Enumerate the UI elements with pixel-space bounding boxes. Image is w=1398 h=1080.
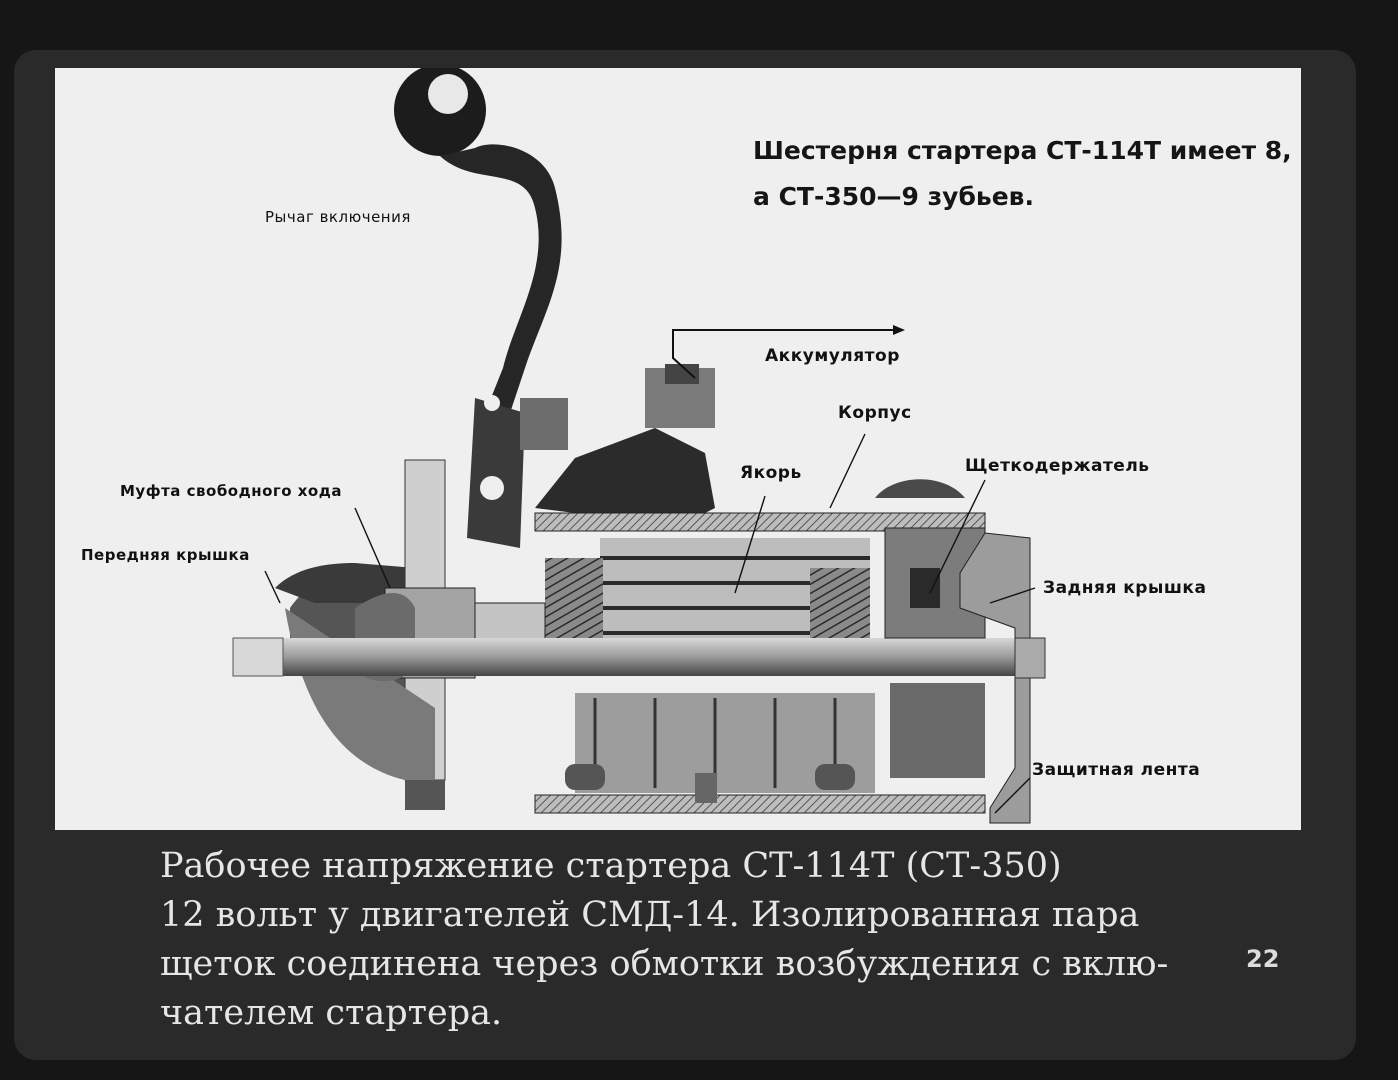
diagram-panel: Шестерня стартера СТ-114Т имеет 8, а СТ-… <box>55 68 1301 830</box>
caption-line: щеток соединена через обмотки возбуждени… <box>160 944 1169 984</box>
label-housing: Корпус <box>838 403 912 423</box>
label-brush-holder: Щеткодержатель <box>965 456 1150 476</box>
slide-caption: Рабочее напряжение стартера СТ-114Т (СТ-… <box>160 842 1212 1038</box>
engage-lever <box>394 68 562 548</box>
label-battery: Аккумулятор <box>765 346 900 366</box>
label-front-cover: Передняя крышка <box>81 546 250 564</box>
label-protective-band: Защитная лента <box>1032 760 1201 780</box>
note-line: а СТ-350—9 зубьев. <box>753 182 1034 211</box>
label-lever: Рычаг включения <box>265 208 411 226</box>
page-number: 22 <box>1246 945 1280 973</box>
label-freewheel: Муфта свободного хода <box>120 482 342 500</box>
switch-terminal <box>520 364 715 518</box>
pinion-note: Шестерня стартера СТ-114Т имеет 8, а СТ-… <box>753 128 1292 220</box>
caption-line: Рабочее напряжение стартера СТ-114Т (СТ-… <box>160 846 1062 886</box>
label-armature: Якорь <box>740 463 802 483</box>
label-rear-cover: Задняя крышка <box>1043 578 1207 598</box>
rear-cover <box>959 532 1046 824</box>
armature-shaft <box>233 638 1023 676</box>
battery-wire <box>672 325 905 379</box>
caption-line: 12 вольт у двигателей СМД-14. Изолирован… <box>160 895 1140 935</box>
leader-lines <box>264 433 1036 814</box>
starter-cutaway-diagram <box>232 68 1046 824</box>
note-line: Шестерня стартера СТ-114Т имеет 8, <box>753 136 1292 165</box>
shaft-end <box>232 637 284 677</box>
caption-line: чателем стартера. <box>160 993 503 1033</box>
housing <box>534 479 986 814</box>
